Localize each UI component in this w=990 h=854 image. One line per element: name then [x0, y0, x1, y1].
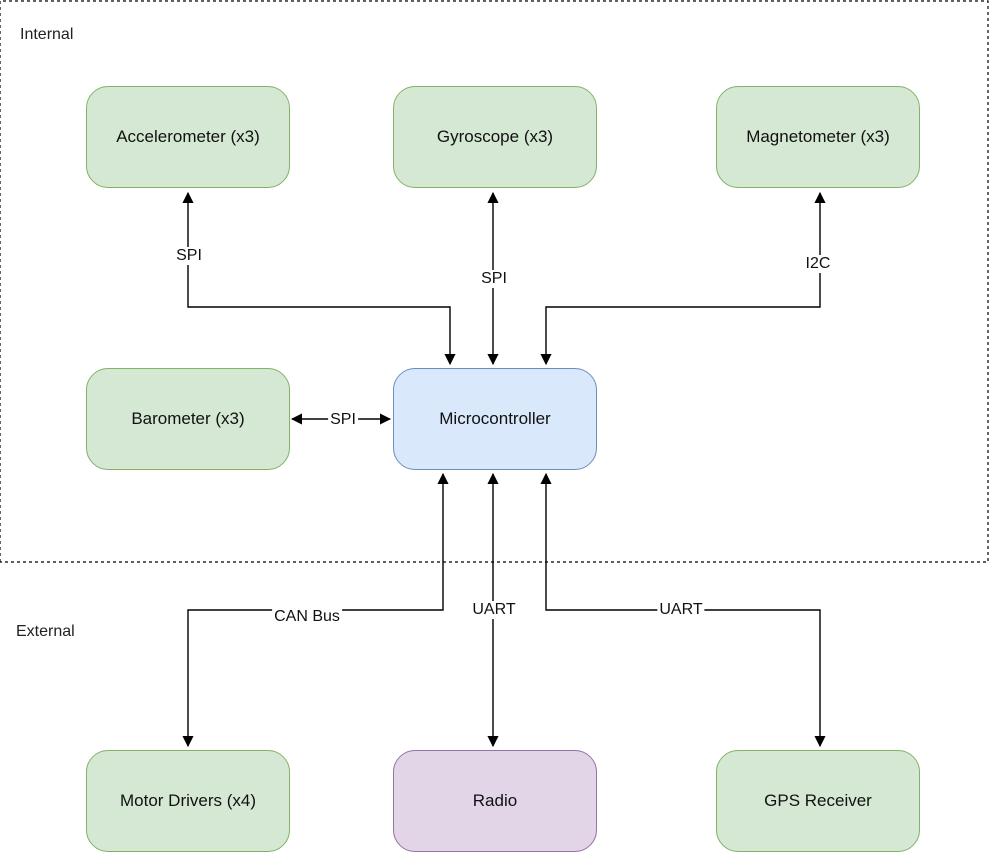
- radio-bus-label: UART: [470, 601, 518, 619]
- edge-magnetometer: [540, 191, 826, 366]
- gyroscope-bus-label: SPI: [479, 270, 509, 288]
- microcontroller-label: Microcontroller: [439, 409, 551, 428]
- radio-node: Radio: [393, 750, 597, 852]
- motor-drivers-label: Motor Drivers (x4): [119, 791, 256, 810]
- external-region-label: External: [16, 623, 75, 640]
- gps-receiver-label: GPS Receiver: [764, 791, 872, 810]
- edge-accelerometer: [182, 191, 456, 366]
- gps-bus-label: UART: [657, 601, 705, 619]
- accelerometer-label: Accelerometer (x3): [116, 127, 260, 146]
- motor-drivers-bus-label: CAN Bus: [272, 608, 342, 626]
- motor-drivers-node: Motor Drivers (x4): [86, 750, 290, 852]
- barometer-bus-label: SPI: [328, 411, 358, 429]
- radio-label: Radio: [472, 791, 518, 810]
- accelerometer-node: Accelerometer (x3): [86, 86, 290, 188]
- gps-receiver-node: GPS Receiver: [716, 750, 920, 852]
- barometer-node: Barometer (x3): [86, 368, 290, 470]
- magnetometer-node: Magnetometer (x3): [716, 86, 920, 188]
- magnetometer-bus-label: I2C: [803, 255, 833, 273]
- internal-region-label: Internal: [20, 26, 74, 43]
- microcontroller-node: Microcontroller: [393, 368, 597, 470]
- magnetometer-label: Magnetometer (x3): [746, 127, 890, 146]
- accelerometer-bus-label: SPI: [174, 247, 204, 265]
- gyroscope-label: Gyroscope (x3): [436, 127, 554, 146]
- gyroscope-node: Gyroscope (x3): [393, 86, 597, 188]
- internal-boundary: [0, 0, 989, 563]
- barometer-label: Barometer (x3): [131, 409, 245, 428]
